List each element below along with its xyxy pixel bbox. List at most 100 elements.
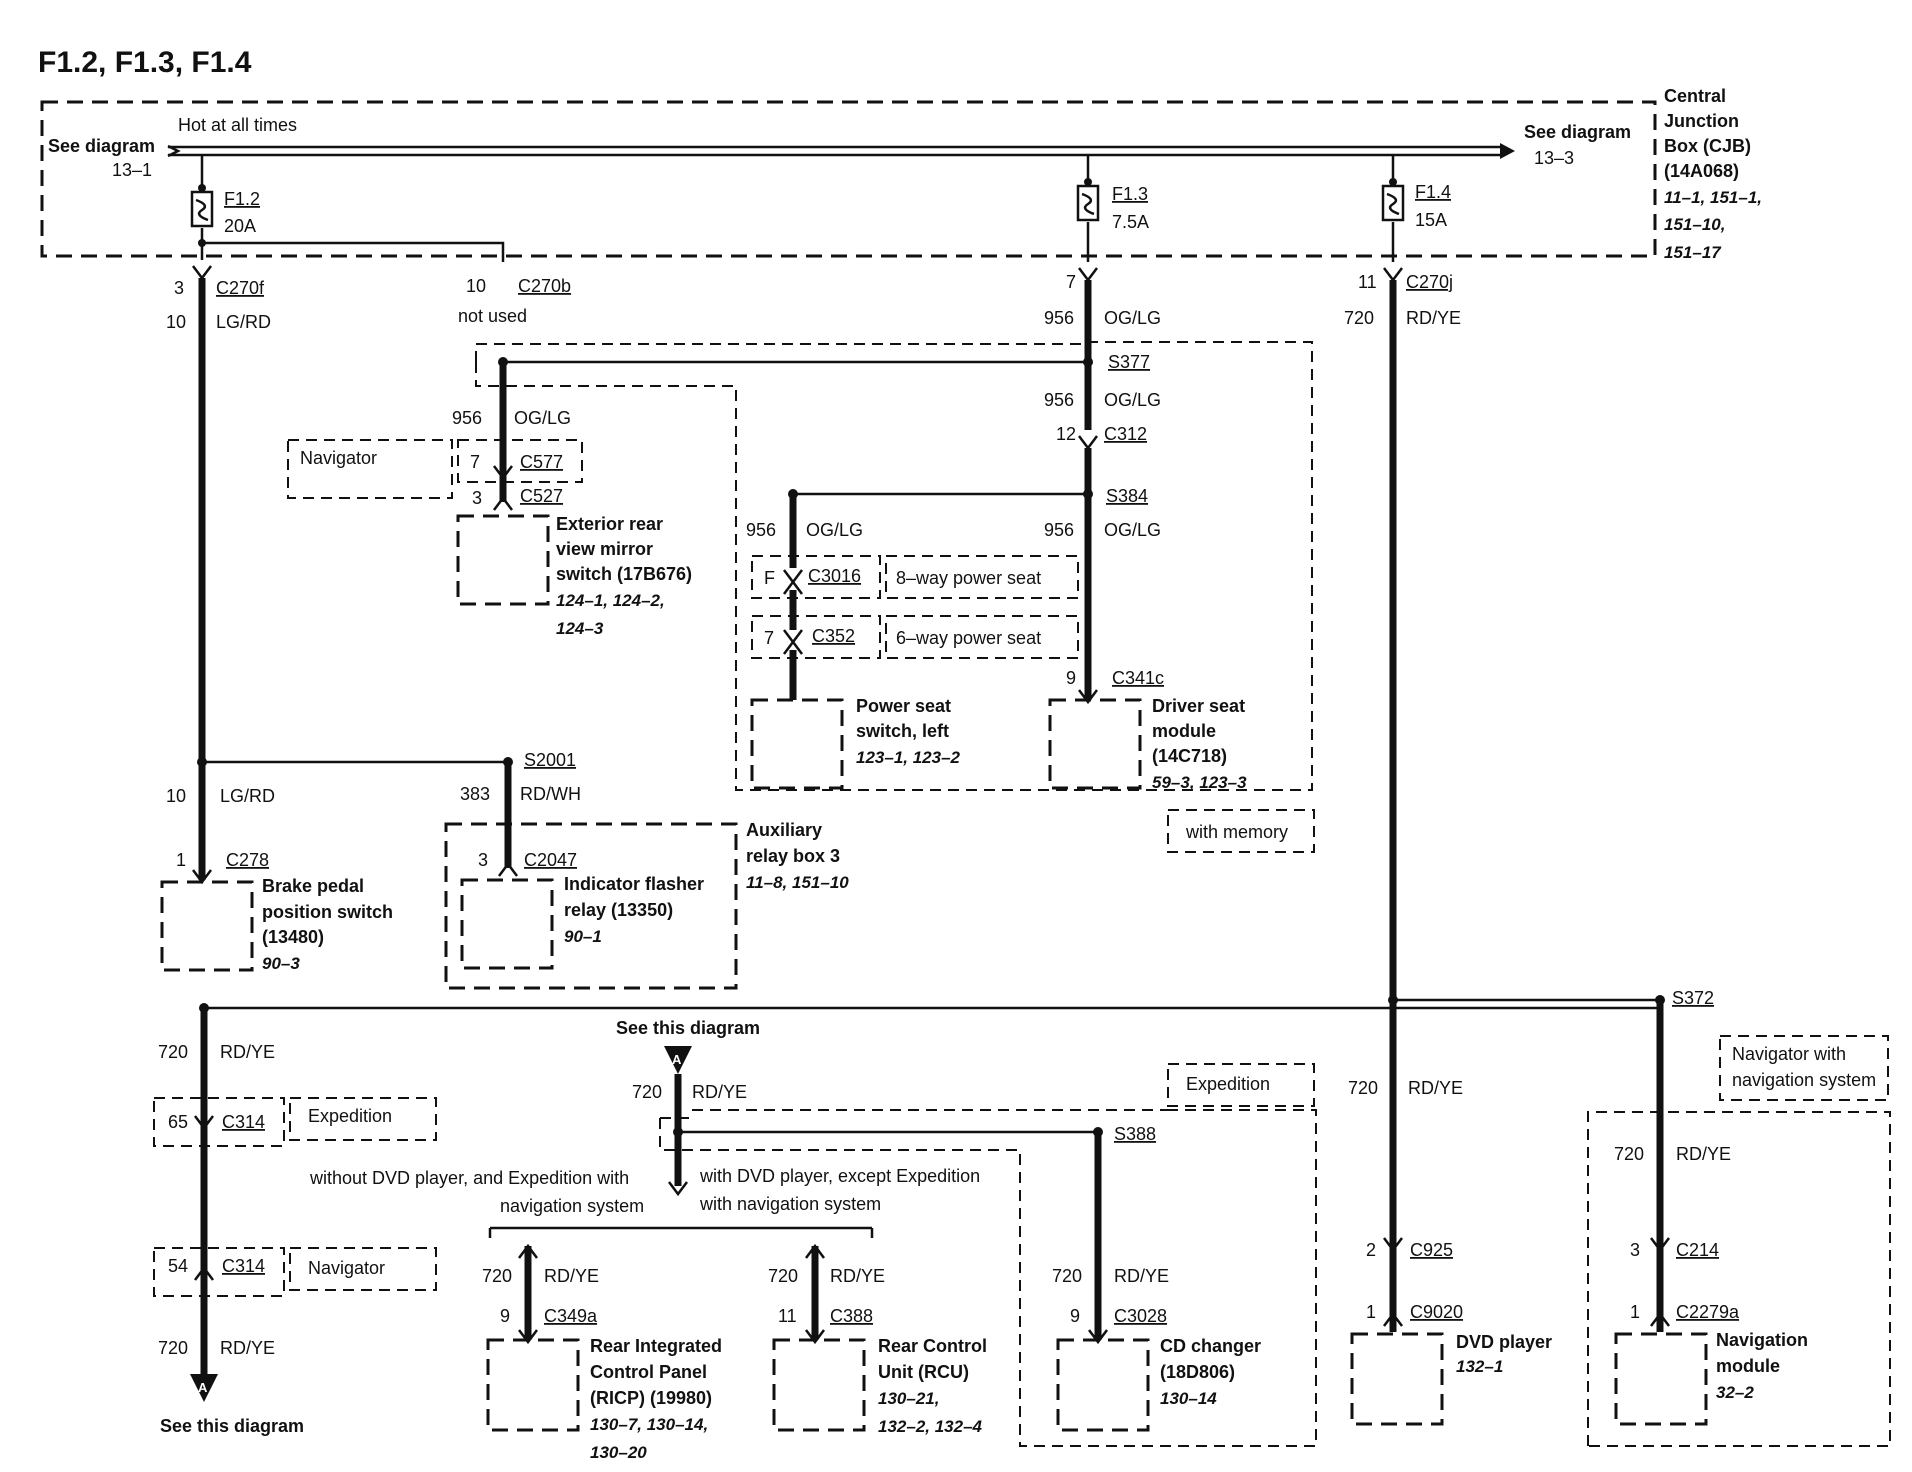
ricp-refs-2[interactable]: 130–20	[590, 1443, 647, 1462]
pin-3-c527: 3	[472, 488, 482, 508]
pin-10-c270b: 10	[466, 276, 486, 296]
connector-c314-navigator[interactable]: C314	[222, 1256, 265, 1276]
pss-label-2: switch, left	[856, 721, 949, 741]
ifr-refs[interactable]: 90–1	[564, 927, 602, 946]
ricp-box[interactable]	[486, 1338, 580, 1432]
color-rdye-rcu: RD/YE	[830, 1266, 885, 1286]
color-oglg-mirror: OG/LG	[514, 408, 571, 428]
pin-65-c314: 65	[168, 1112, 188, 1132]
color-rdye-bottom: RD/YE	[220, 1338, 275, 1358]
splice-s372[interactable]: S372	[1672, 988, 1714, 1008]
color-oglg-dsm: OG/LG	[1104, 520, 1161, 540]
connector-c314-expedition[interactable]: C314	[222, 1112, 265, 1132]
see-diagram-left-ref[interactable]: 13–1	[112, 160, 152, 180]
circuit-720-bottom: 720	[158, 1338, 188, 1358]
arb-label-2: relay box 3	[746, 846, 840, 866]
expedition-note-left: Expedition	[308, 1106, 392, 1126]
rcu-box[interactable]	[772, 1338, 866, 1432]
mirror-switch-box[interactable]	[456, 514, 550, 606]
mirror-switch-refs-2[interactable]: 124–3	[556, 619, 604, 638]
circuit-10-bpp: 10	[166, 786, 186, 806]
connector-c349a[interactable]: C349a	[544, 1306, 598, 1326]
cjb-refs-3[interactable]: 151–17	[1664, 243, 1722, 262]
ifr-label-2: relay (13350)	[564, 900, 673, 920]
connector-c577[interactable]: C577	[520, 452, 563, 472]
driver-seat-module-box[interactable]	[1048, 698, 1142, 790]
connector-c527[interactable]: C527	[520, 486, 563, 506]
see-this-diagram-top[interactable]: See this diagram	[616, 1018, 760, 1038]
connector-c388[interactable]: C388	[830, 1306, 873, 1326]
indicator-flasher-relay-box[interactable]	[460, 878, 554, 970]
see-diagram-right[interactable]: See diagram	[1524, 122, 1631, 142]
pin-7-f13: 7	[1066, 272, 1076, 292]
pin-3-c2047: 3	[478, 850, 488, 870]
pss-refs[interactable]: 123–1, 123–2	[856, 748, 961, 767]
navigator-note: Navigator	[300, 448, 377, 468]
connector-c352[interactable]: C352	[812, 626, 855, 646]
color-rdye-left: RD/YE	[220, 1042, 275, 1062]
see-diagram-right-ref[interactable]: 13–3	[1534, 148, 1574, 168]
see-this-diagram-bottom[interactable]: See this diagram	[160, 1416, 304, 1436]
fuse-f13-rating: 7.5A	[1112, 212, 1149, 232]
bpp-refs[interactable]: 90–3	[262, 954, 300, 973]
connector-c312[interactable]: C312	[1104, 424, 1147, 444]
diagram-title: F1.2, F1.3, F1.4	[38, 46, 252, 79]
see-diagram-left[interactable]: See diagram	[48, 136, 155, 156]
cd-refs[interactable]: 130–14	[1160, 1389, 1217, 1408]
pin-3-c270f: 3	[174, 278, 184, 298]
connector-c214[interactable]: C214	[1676, 1240, 1719, 1260]
connector-c2279a[interactable]: C2279a	[1676, 1302, 1740, 1322]
circuit-956-dsm: 956	[1044, 520, 1074, 540]
navigation-module-box[interactable]	[1614, 1332, 1708, 1426]
connector-c270j[interactable]: C270j	[1406, 272, 1453, 292]
cjb-refs-1[interactable]: 11–1, 151–1,	[1664, 188, 1762, 207]
connector-c270f[interactable]: C270f	[216, 278, 265, 298]
dsm-refs[interactable]: 59–3, 123–3	[1152, 773, 1247, 792]
rcu-refs-2[interactable]: 132–2, 132–4	[878, 1417, 983, 1436]
bus-arrow	[1500, 143, 1515, 159]
cjb-refs-2[interactable]: 151–10,	[1664, 215, 1725, 234]
cjb-label-4: (14A068)	[1664, 161, 1739, 181]
connector-a-bottom[interactable]	[190, 1374, 218, 1402]
connector-c341c[interactable]: C341c	[1112, 668, 1164, 688]
connector-c925[interactable]: C925	[1410, 1240, 1453, 1260]
pin-7-c352: 7	[764, 628, 774, 648]
pin-1-c9020: 1	[1366, 1302, 1376, 1322]
splice-s388[interactable]: S388	[1114, 1124, 1156, 1144]
navigator-with-nav-2: navigation system	[1732, 1070, 1876, 1090]
pin-12-c312: 12	[1056, 424, 1076, 444]
with-dvd-2: with navigation system	[699, 1194, 881, 1214]
with-dvd-1: with DVD player, except Expedition	[699, 1166, 980, 1186]
connector-c270b[interactable]: C270b	[518, 276, 571, 296]
dvd-player-box[interactable]	[1350, 1332, 1444, 1426]
not-used: not used	[458, 306, 527, 326]
power-seat-switch-box[interactable]	[750, 698, 844, 790]
rcu-label-1: Rear Control	[878, 1336, 987, 1356]
connector-a-top[interactable]	[664, 1046, 692, 1074]
rcu-refs-1[interactable]: 130–21,	[878, 1389, 939, 1408]
navigator-note-left: Navigator	[308, 1258, 385, 1278]
pin-9-c349a: 9	[500, 1306, 510, 1326]
ricp-refs-1[interactable]: 130–7, 130–14,	[590, 1415, 708, 1434]
pin-f-c3016: F	[764, 568, 775, 588]
mirror-switch-refs-1[interactable]: 124–1, 124–2,	[556, 591, 665, 610]
brake-pedal-switch-box[interactable]	[160, 880, 254, 972]
cd-changer-box[interactable]	[1056, 1338, 1150, 1432]
connector-c278[interactable]: C278	[226, 850, 269, 870]
circuit-720-dvd: 720	[1348, 1078, 1378, 1098]
splice-s2001[interactable]: S2001	[524, 750, 576, 770]
connector-c3016[interactable]: C3016	[808, 566, 861, 586]
connector-c2047[interactable]: C2047	[524, 850, 577, 870]
connector-c3028[interactable]: C3028	[1114, 1306, 1167, 1326]
color-oglg-c312: OG/LG	[1104, 390, 1161, 410]
splice-s384[interactable]: S384	[1106, 486, 1148, 506]
navmod-refs[interactable]: 32–2	[1716, 1383, 1754, 1402]
cjb-label-2: Junction	[1664, 111, 1739, 131]
splice-s377[interactable]: S377	[1108, 352, 1150, 372]
connector-c9020[interactable]: C9020	[1410, 1302, 1463, 1322]
color-lgrd-bpp: LG/RD	[220, 786, 275, 806]
without-dvd-2: navigation system	[500, 1196, 644, 1216]
circuit-956-c312: 956	[1044, 390, 1074, 410]
arb-refs[interactable]: 11–8, 151–10	[746, 873, 849, 892]
dvd-refs[interactable]: 132–1	[1456, 1357, 1503, 1376]
